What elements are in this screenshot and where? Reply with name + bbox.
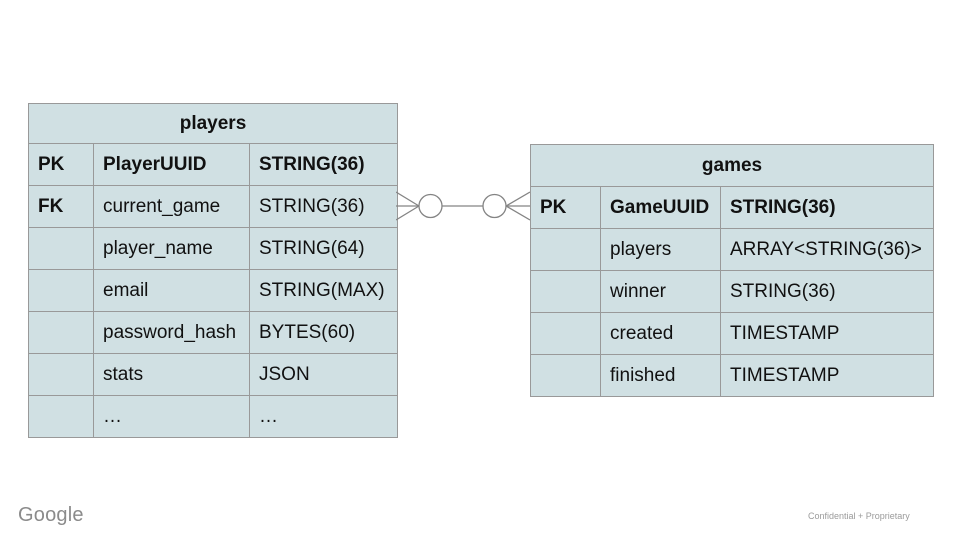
cell-column-type: STRING(36) [249,185,398,228]
table-row: password_hash BYTES(60) [28,311,398,354]
cell-column-name: created [600,312,721,355]
games-header-row: games [529,144,935,187]
cell-column-type: ARRAY<STRING(36)> [719,228,935,271]
cell-column-type: STRING(36) [719,186,935,229]
cell-key [530,270,601,313]
games-table: games PK GameUUID STRING(36) players ARR… [529,144,935,397]
cell-column-type: TIMESTAMP [719,312,935,355]
cell-column-name: finished [600,354,721,397]
cell-column-name: player_name [93,227,250,270]
cell-column-type: STRING(36) [719,270,935,313]
players-table: players PK PlayerUUID STRING(36) FK curr… [28,103,398,438]
cell-key [530,228,601,271]
cell-key: FK [28,185,94,228]
cell-column-name: players [600,228,721,271]
cell-key [530,312,601,355]
cell-column-name: winner [600,270,721,313]
cell-column-type: TIMESTAMP [719,354,935,397]
cell-key [28,311,94,354]
cell-key [28,269,94,312]
cell-column-type: JSON [249,353,398,396]
cell-key [28,227,94,270]
table-row: winner STRING(36) [530,270,935,313]
cell-key [28,395,94,438]
table-row: players ARRAY<STRING(36)> [530,228,935,271]
relationship-connector [396,191,530,221]
cell-key [28,353,94,396]
cell-column-name: PlayerUUID [93,143,250,186]
cell-column-type: BYTES(60) [249,311,398,354]
table-row: FK current_game STRING(36) [28,185,398,228]
table-row: player_name STRING(64) [28,227,398,270]
crowsfoot-zero-or-many-left-icon [396,191,443,221]
cell-column-name: email [93,269,250,312]
cell-column-type: … [249,395,398,438]
cell-column-type: STRING(MAX) [249,269,398,312]
players-table-title: players [28,103,398,144]
table-row: stats JSON [28,353,398,396]
cell-key: PK [530,186,601,229]
table-row: created TIMESTAMP [530,312,935,355]
google-logo: Google [18,504,84,526]
games-table-title: games [529,144,935,187]
confidential-note: Confidential + Proprietary [808,511,910,521]
cell-column-name: … [93,395,250,438]
cell-column-name: GameUUID [600,186,721,229]
table-row: … … [28,395,398,438]
table-row: email STRING(MAX) [28,269,398,312]
cell-key [530,354,601,397]
cell-column-name: password_hash [93,311,250,354]
crowsfoot-zero-or-many-right-icon [482,191,530,221]
cell-column-name: current_game [93,185,250,228]
cell-column-type: STRING(64) [249,227,398,270]
table-row: finished TIMESTAMP [530,354,935,397]
cell-key: PK [28,143,94,186]
players-header-row: players [28,103,398,144]
cell-column-type: STRING(36) [249,143,398,186]
cell-column-name: stats [93,353,250,396]
table-row: PK GameUUID STRING(36) [530,186,935,229]
table-row: PK PlayerUUID STRING(36) [28,143,398,186]
